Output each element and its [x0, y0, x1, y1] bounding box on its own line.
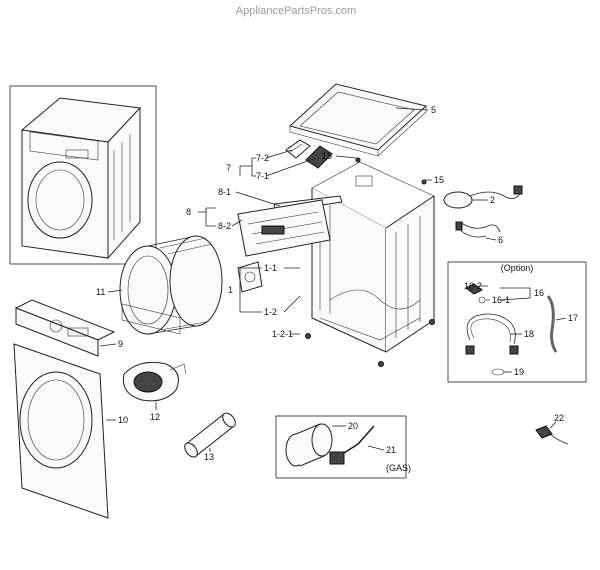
callout-8-2: 8-2 — [218, 221, 231, 231]
screw-15a-part — [355, 157, 361, 163]
cabinet-part — [305, 161, 435, 367]
callout-12: 12 — [150, 412, 160, 422]
callout-1: 1 — [228, 285, 233, 295]
callout-11: 11 — [96, 287, 105, 297]
callout-8-1: 8-1 — [218, 187, 231, 197]
sensor-22-part — [535, 425, 569, 445]
callout-18: 18 — [524, 329, 534, 339]
callout-2: 2 — [490, 195, 495, 205]
assembled-dryer-illustration — [9, 85, 157, 265]
callout-15a: 15 — [322, 151, 332, 161]
blower-housing-12-part — [122, 361, 187, 402]
watermark-text: AppliancePartsPros.com — [236, 5, 356, 17]
callout-1-2: 1-2 — [264, 307, 277, 317]
callout-16: 16 — [534, 288, 544, 298]
callout-7-1: 7-1 — [256, 171, 269, 181]
front-panel-10-part — [13, 343, 109, 519]
callout-1-2-1: 1-2-1 — [272, 329, 293, 339]
option-box — [447, 261, 587, 383]
callout-22: 22 — [554, 413, 564, 423]
callout-7-2: 7-2 — [256, 153, 269, 163]
callout-19: 19 — [514, 367, 524, 377]
callout-9: 9 — [118, 339, 123, 349]
callout-21: 21 — [386, 445, 396, 455]
gas-parts — [285, 423, 375, 467]
power-cord-part — [443, 185, 523, 209]
callout-16-2: 16-2 — [464, 281, 482, 291]
option-parts — [462, 280, 558, 376]
wire-harness-part — [455, 221, 501, 238]
exhaust-duct-13-part — [184, 412, 236, 458]
gas-box — [275, 415, 407, 479]
callout-10: 10 — [118, 415, 128, 425]
callout-7: 7 — [226, 163, 231, 173]
control-panel-frame-8-part — [237, 195, 343, 257]
callout-17: 17 — [568, 313, 578, 323]
callout-1-1: 1-1 — [264, 263, 277, 273]
gas-label: (GAS) — [386, 463, 411, 473]
callout-labels: 5 15 15 7 7-2 7-1 8 8-1 8-2 2 6 1 1-1 1-… — [96, 105, 578, 473]
callout-16-1: 16-1 — [492, 295, 510, 305]
callout-5: 5 — [431, 105, 436, 115]
drum-rear-support-part — [237, 261, 263, 293]
callout-15b: 15 — [434, 175, 444, 185]
control-panel-9-part — [14, 299, 116, 357]
top-panel-part — [288, 83, 428, 157]
drum-part — [119, 235, 223, 335]
callout-6: 6 — [498, 235, 503, 245]
callout-20: 20 — [348, 421, 358, 431]
callout-8: 8 — [186, 207, 191, 217]
screw-15b-part — [421, 179, 427, 185]
option-label: (Option) — [501, 263, 534, 273]
assembled-dryer-frame — [9, 85, 157, 265]
callout-13: 13 — [204, 452, 214, 462]
control-board-7-part — [285, 139, 333, 169]
leader-lines — [99, 107, 567, 452]
